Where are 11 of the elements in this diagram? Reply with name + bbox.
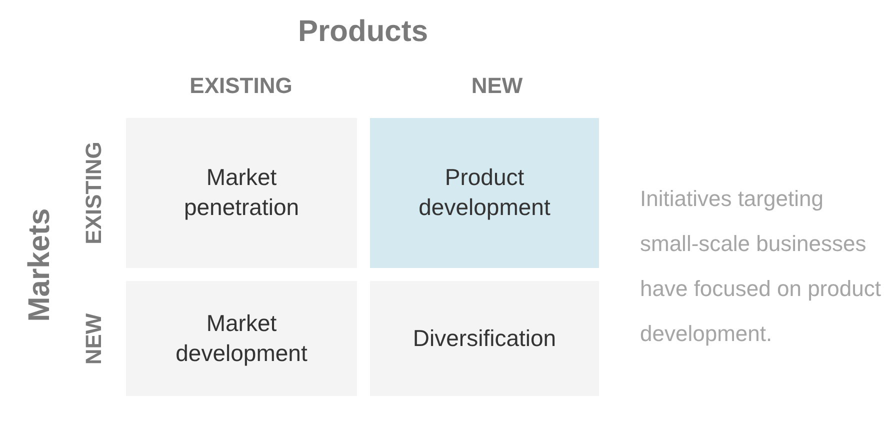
matrix-quadrant: Market penetration <box>126 118 357 268</box>
note-text: Initiatives targeting small-scale businesses have focused on product development. <box>640 185 882 348</box>
axis-title: Products <box>298 15 428 49</box>
column-header: EXISTING <box>190 73 292 99</box>
matrix-quadrant: Product development <box>370 118 599 268</box>
row-header: EXISTING <box>81 142 107 244</box>
axis-title: Markets <box>23 208 57 322</box>
matrix-quadrant: Diversification <box>370 281 599 396</box>
row-header: NEW <box>81 313 107 365</box>
column-header: NEW <box>471 73 523 99</box>
matrix-quadrant: Market development <box>126 281 357 396</box>
